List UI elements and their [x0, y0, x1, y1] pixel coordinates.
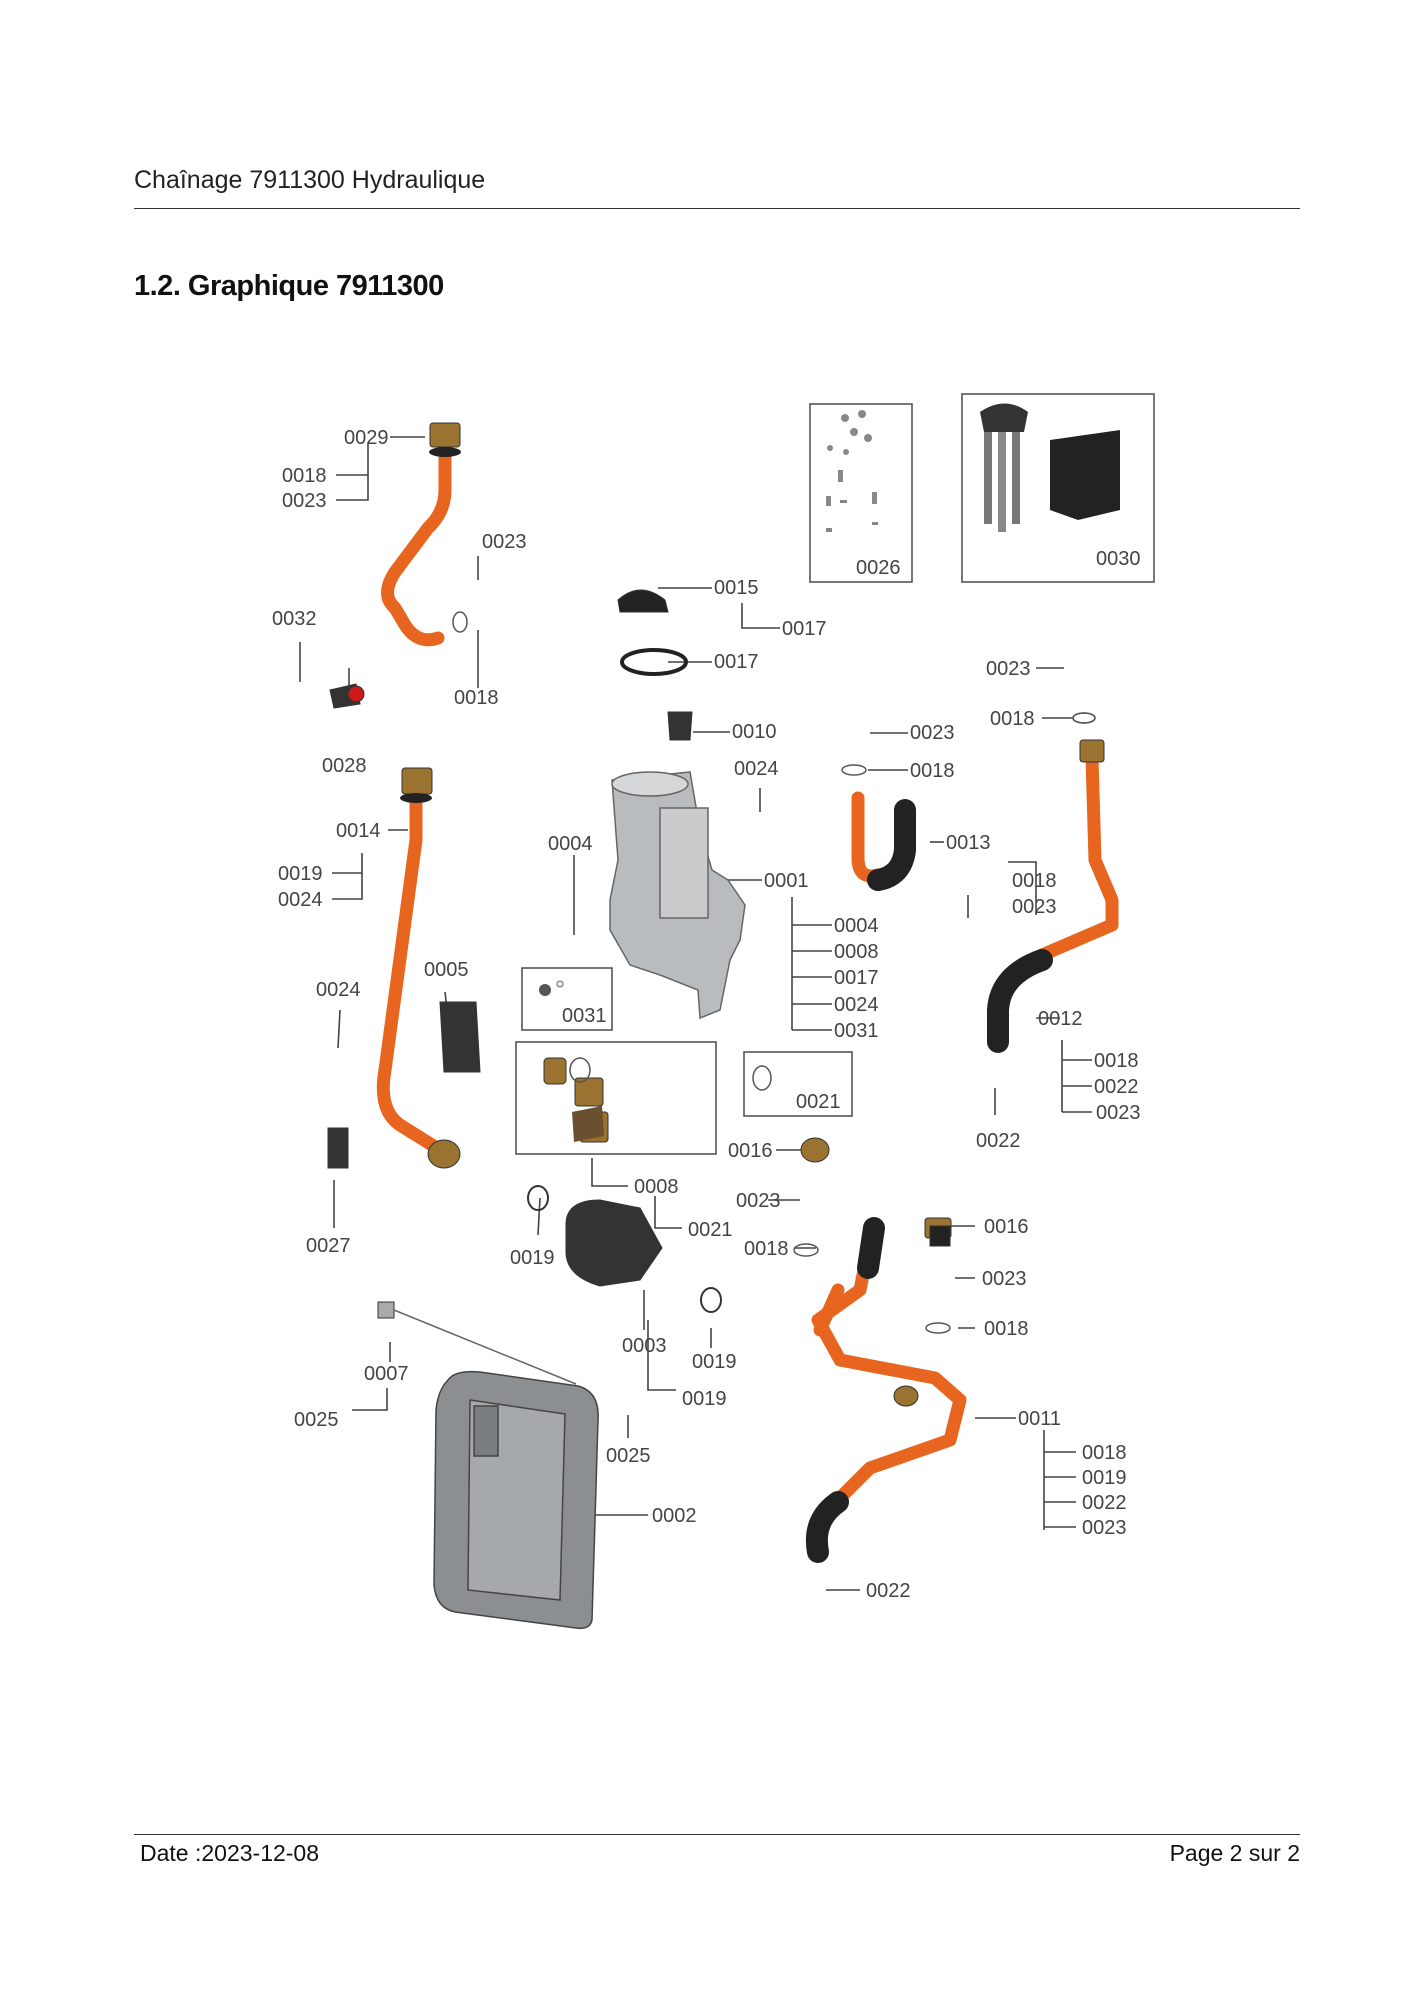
part-label: 0029: [344, 427, 389, 449]
part-label: 0019: [682, 1388, 727, 1410]
part-label: 0022: [1094, 1076, 1139, 1098]
part-label: 0018: [990, 708, 1035, 730]
part-label: 0023: [910, 722, 955, 744]
page-total: 2: [1287, 1840, 1300, 1866]
part-label: 0019: [1082, 1467, 1127, 1489]
part-label: 0004: [834, 915, 879, 937]
part-label: 0005: [424, 959, 469, 981]
part-label: 0019: [510, 1247, 555, 1269]
part-label: 0012: [1038, 1008, 1083, 1030]
part-label: 0027: [306, 1235, 351, 1257]
part-label: 0023: [282, 490, 327, 512]
part-label: 0023: [1082, 1517, 1127, 1539]
part-label: 0019: [692, 1351, 737, 1373]
part-label: 0031: [562, 1005, 607, 1027]
part-label: 0018: [910, 760, 955, 782]
part-label: 0023: [986, 658, 1031, 680]
part-label: 0024: [834, 994, 879, 1016]
part-label: 0002: [652, 1505, 697, 1527]
rubber-hoses: [806, 799, 1053, 1563]
part-label: 0007: [364, 1363, 409, 1385]
part-label: 0018: [454, 687, 499, 709]
part-label: 0003: [622, 1335, 667, 1357]
part-label: 0021: [796, 1091, 841, 1113]
header-divider: [134, 208, 1300, 209]
hydraulic-block-body: [609, 771, 746, 1020]
part-label: 0016: [984, 1216, 1029, 1238]
small-parts: [327, 589, 1096, 1385]
part-label: 0008: [834, 941, 879, 963]
part-label: 0018: [1012, 870, 1057, 892]
part-label: 0022: [976, 1130, 1021, 1152]
part-label: 0018: [984, 1318, 1029, 1340]
part-label: 0017: [834, 967, 879, 989]
footer-date: Date :2023-12-08: [140, 1840, 320, 1866]
part-label: 0023: [982, 1268, 1027, 1290]
part-label: 0024: [278, 889, 323, 911]
part-label: 0015: [714, 577, 759, 599]
part-label: 0018: [1082, 1442, 1127, 1464]
expansion-vessel: [433, 1370, 599, 1630]
part-label: 0023: [482, 531, 527, 553]
part-label: 0004: [548, 833, 593, 855]
part-label: 0030: [1096, 548, 1141, 570]
part-label: 0011: [1018, 1408, 1061, 1430]
part-label: 0021: [688, 1219, 733, 1241]
footer-page-number: Page 2 sur 2: [1170, 1840, 1300, 1867]
boxed-parts: [539, 403, 1120, 1142]
part-label: 0018: [282, 465, 327, 487]
part-label: 0018: [744, 1238, 789, 1260]
part-label: 0032: [272, 608, 317, 630]
part-label: 0023: [1096, 1102, 1141, 1124]
part-label: 0001: [764, 870, 809, 892]
leader-lines: [299, 436, 1092, 1591]
page-prefix: Page 2 sur: [1169, 1840, 1281, 1866]
section-title: 1.2. Graphique 7911300: [134, 270, 444, 302]
part-label: 0013: [946, 832, 991, 854]
part-label: 0014: [336, 820, 381, 842]
part-label: 0008: [634, 1176, 679, 1198]
part-label: 0017: [714, 651, 759, 673]
part-label: 0022: [866, 1580, 911, 1602]
document-header-title: Chaînage 7911300 Hydraulique: [134, 166, 486, 194]
part-label: 0025: [294, 1409, 339, 1431]
part-label: 0022: [1082, 1492, 1127, 1514]
part-label: 0024: [734, 758, 779, 780]
gaskets: [400, 447, 461, 803]
part-label: 0016: [728, 1140, 773, 1162]
part-label: 0031: [834, 1020, 879, 1042]
part-label: 0010: [732, 721, 777, 743]
detail-boxes: [515, 393, 1155, 1155]
part-label: 0026: [856, 557, 901, 579]
part-label: 0025: [606, 1445, 651, 1467]
part-label: 0028: [322, 755, 367, 777]
part-label: 0024: [316, 979, 361, 1001]
part-label: 0018: [1094, 1050, 1139, 1072]
part-label: 0023: [1012, 896, 1057, 918]
part-label: 0019: [278, 863, 323, 885]
part-labels: 0029 0018 0023 0023 0032 0018 0028 0015 …: [272, 427, 1141, 1602]
part-label: 0017: [782, 618, 827, 640]
footer-divider: [134, 1834, 1300, 1835]
part-label: 0023: [736, 1190, 781, 1212]
